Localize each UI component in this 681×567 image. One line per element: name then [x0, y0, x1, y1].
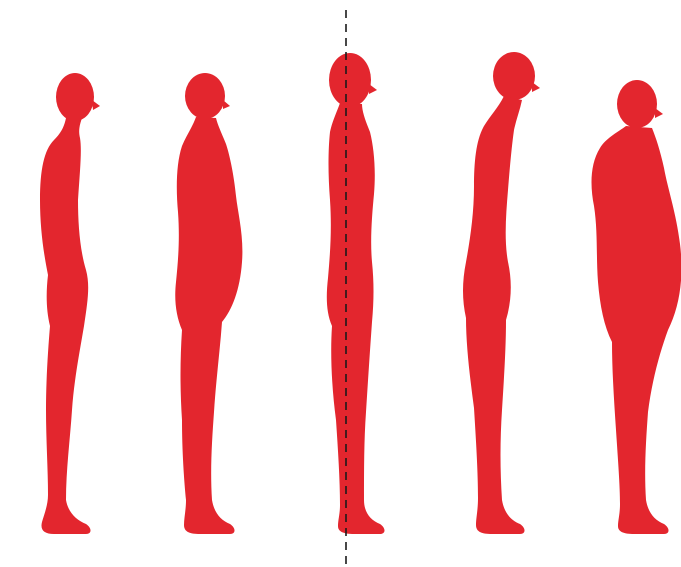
posture-figure-5	[592, 80, 681, 534]
posture-figure-1	[40, 73, 100, 534]
posture-figure-4	[463, 52, 540, 534]
posture-figure-3	[327, 53, 385, 534]
posture-figure-2	[175, 73, 242, 534]
